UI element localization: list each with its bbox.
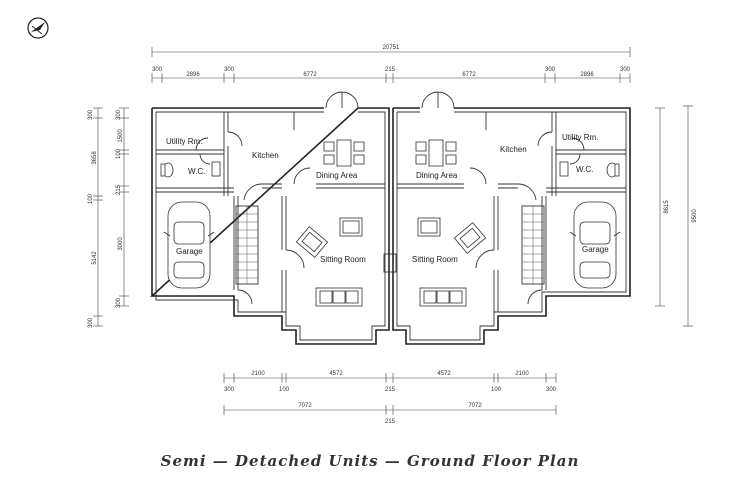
dim-top-300a: 300 [152, 67, 163, 73]
label-wc-right: W.C. [576, 165, 593, 174]
dim-left2-1500: 1500 [118, 129, 124, 143]
label-kitchen-right: Kitchen [500, 145, 527, 154]
label-garage-left: Garage [176, 247, 203, 256]
right-dimensions: 8615 9500 [655, 105, 698, 327]
label-kitchen-left: Kitchen [252, 151, 279, 160]
dim-top-300d: 300 [620, 67, 631, 73]
dim-bot-300a: 300 [224, 387, 235, 393]
right-unit [392, 91, 631, 345]
dim-left2-300b: 300 [116, 297, 122, 308]
dim-top-6772b: 6772 [462, 72, 476, 78]
left-unit [149, 91, 390, 345]
top-dimensions: 20751 300 2896 300 6772 215 6772 300 289… [151, 45, 631, 83]
car-left-icon [163, 201, 215, 289]
bottom-dimensions: 2100 4572 4572 2100 300 100 215 100 300 … [223, 371, 557, 425]
dim-left-3658: 3658 [92, 151, 98, 165]
dim-left2-215: 215 [116, 184, 122, 195]
dim-left-300b: 300 [88, 317, 94, 328]
dim-left-300a: 300 [88, 109, 94, 120]
dim-bot-215b: 215 [385, 419, 396, 425]
dim-top-2896b: 2896 [580, 72, 594, 78]
dim-left-100: 100 [88, 193, 94, 204]
dim-bot-4572a: 4572 [329, 371, 343, 377]
dim-top-215: 215 [385, 67, 396, 73]
dim-bot-2100a: 2100 [251, 371, 265, 377]
dim-bot-7072a: 7072 [298, 403, 312, 409]
drawing-title: Semi — Detached Units — Ground Floor Pla… [160, 452, 580, 470]
dim-right-9500: 9500 [692, 209, 698, 223]
dim-top-300b: 300 [224, 67, 235, 73]
room-labels: Utility Rm. W.C. Kitchen Dining Area Sit… [166, 133, 609, 264]
dim-bot-4572b: 4572 [437, 371, 451, 377]
dim-bot-100b: 100 [491, 387, 502, 393]
dim-left2-3000: 3000 [118, 237, 124, 251]
dim-top-2896a: 2896 [186, 72, 200, 78]
dim-bot-7072b: 7072 [468, 403, 482, 409]
dim-left-5142: 5142 [92, 251, 98, 265]
label-sitting-left: Sitting Room [320, 255, 366, 264]
dim-bot-215: 215 [385, 387, 396, 393]
dim-bot-100a: 100 [279, 387, 290, 393]
label-sitting-right: Sitting Room [412, 255, 458, 264]
label-garage-right: Garage [582, 245, 609, 254]
dim-bot-2100b: 2100 [515, 371, 529, 377]
label-wc-left: W.C. [188, 167, 205, 176]
party-wall-pier [383, 253, 397, 273]
label-utility-left: Utility Rm. [166, 137, 202, 146]
dim-top-total: 20751 [383, 45, 400, 51]
label-utility-right: Utility Rm. [562, 133, 598, 142]
label-dining-right: Dining Area [416, 171, 458, 180]
dim-top-300c: 300 [545, 67, 556, 73]
dim-left2-300a: 300 [116, 109, 122, 120]
label-dining-left: Dining Area [316, 171, 358, 180]
dim-bot-300b: 300 [546, 387, 557, 393]
dim-top-6772a: 6772 [303, 72, 317, 78]
left-dimensions: 300 3658 100 5142 300 300 1500 100 215 3… [88, 107, 129, 328]
dim-right-8615: 8615 [664, 200, 670, 214]
car-right-icon [569, 201, 621, 289]
compass-logo-icon [27, 17, 49, 39]
dim-left2-100: 100 [116, 148, 122, 159]
